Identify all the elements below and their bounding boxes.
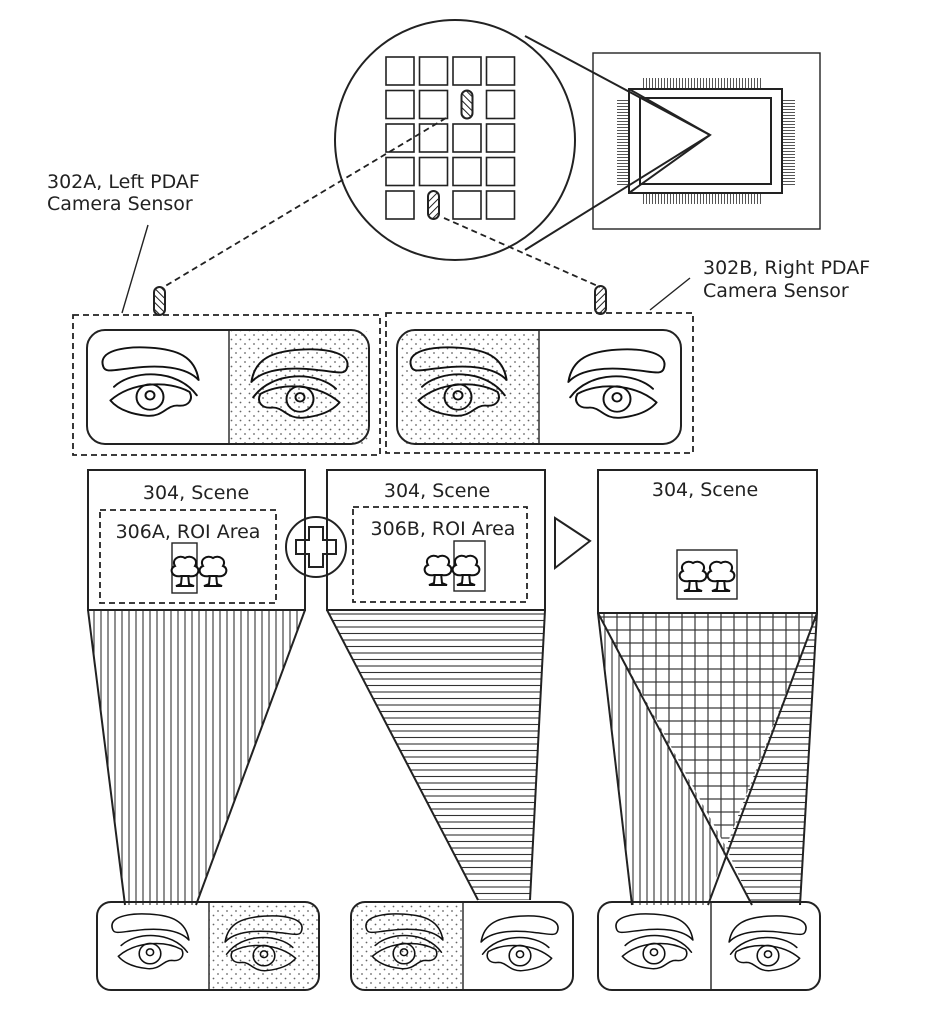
plus-icon [295, 526, 337, 568]
shaded-half [209, 904, 319, 989]
right-pdaf-leader [443, 217, 601, 288]
sensor-pixel [418, 156, 449, 187]
sensor-pixel [452, 56, 482, 86]
beam-edge [799, 612, 818, 906]
tree-icon [678, 560, 708, 592]
zoom-connector-bottom [524, 134, 711, 251]
right-pdaf-pixel [460, 89, 474, 120]
chip-pins-right [782, 98, 795, 186]
eye-icon [481, 916, 558, 971]
tree-icon [198, 555, 228, 587]
roi-area [99, 509, 277, 604]
right-sensor-eye-image [396, 329, 682, 445]
eye-panel-frame [350, 901, 574, 991]
sensor-pixel [418, 89, 449, 120]
scene-b: 304, Scene 306B, ROI Area [326, 469, 546, 611]
pixel-grid [385, 56, 516, 220]
sensor-pixel [452, 190, 482, 220]
output-eye-image-a [96, 901, 320, 991]
roi-label: 306A, ROI Area [116, 521, 261, 543]
eye-icon [615, 913, 694, 970]
right-sensor-label-line2: Camera Sensor [703, 280, 849, 302]
chip-pins-top [642, 78, 762, 89]
roi-highlight [676, 549, 738, 600]
sensor-pixel [385, 123, 415, 153]
eye-icon [111, 913, 190, 970]
beam-edge [326, 609, 479, 901]
shaded-half [229, 331, 368, 444]
beam-edge [195, 609, 306, 906]
tree-icon [170, 555, 200, 587]
output-eye-image-combined [597, 901, 821, 991]
sensor-pixel [385, 190, 415, 220]
left-pdaf-pixel [427, 190, 440, 220]
scene-frame [326, 469, 546, 611]
sensor-pixel [385, 89, 415, 120]
scene-frame [597, 469, 818, 614]
sensor-pixel [385, 156, 415, 187]
sensor-pixel [452, 123, 482, 153]
right-sensor-label-line1: 302B, Right PDAF [703, 257, 870, 279]
sensor-pixel [485, 190, 516, 220]
left-sensor-label-line2: Camera Sensor [47, 193, 193, 215]
sensor-pixel [485, 156, 516, 187]
beam-edge [597, 612, 633, 906]
sensor-pixel [485, 56, 516, 86]
left-pdaf-leader [161, 117, 447, 289]
sensor-chip [592, 52, 821, 230]
beam-edge [529, 609, 546, 901]
sensor-pixel [485, 89, 516, 120]
chip-package [592, 52, 821, 230]
right-beam [327, 610, 545, 900]
eye-icon [729, 916, 806, 971]
combined-beam [597, 612, 818, 906]
right-pdaf-pixel-icon [594, 285, 607, 315]
sensor-pixel [418, 123, 449, 153]
right-sensor-leader [649, 277, 691, 311]
right-sensor-frame [385, 312, 694, 454]
plus-operator [285, 516, 347, 578]
left-contribution [598, 613, 726, 905]
scene-label: 304, Scene [384, 480, 490, 502]
left-sensor-eye-image [86, 329, 370, 445]
scene-label: 304, Scene [143, 482, 249, 504]
roi-area [352, 506, 528, 603]
overlap-region [598, 613, 817, 847]
left-sensor-frame [72, 314, 381, 456]
zoom-wedge [628, 88, 712, 194]
beam-edge [87, 609, 126, 906]
eye-icon [568, 349, 664, 417]
scene-a: 304, Scene 306A, ROI Area [87, 469, 306, 611]
eye-icon [101, 346, 200, 417]
sensor-pixel [485, 123, 516, 153]
scene-label: 304, Scene [652, 479, 758, 501]
chip-pins-left [617, 98, 630, 186]
beam-edge [707, 612, 818, 906]
sensor-pixel [418, 56, 449, 86]
shaded-half [353, 904, 463, 989]
sensor-pixel [385, 56, 415, 86]
eye-panel-frame [96, 901, 320, 991]
arrow-right-icon [554, 516, 592, 571]
chip-body [628, 88, 783, 194]
roi-label: 306B, ROI Area [371, 518, 516, 540]
sensor-pixel [452, 156, 482, 187]
left-pdaf-pixel-icon [153, 286, 166, 316]
tree-icon [706, 560, 736, 592]
eye-panel-frame [597, 901, 821, 991]
plus-circle [285, 516, 347, 578]
output-eye-image-b [350, 901, 574, 991]
left-beam [88, 610, 305, 905]
scene-combined: 304, Scene [597, 469, 818, 614]
right-contribution [726, 613, 817, 905]
left-sensor-leader [121, 224, 149, 314]
eye-panel-frame [86, 329, 370, 445]
tree-icon [423, 554, 453, 586]
chip-pins-bottom [642, 193, 762, 204]
magnified-pixel-view [334, 19, 711, 261]
left-sensor-label-line1: 302A, Left PDAF [47, 171, 200, 193]
tree-icon [451, 554, 481, 586]
